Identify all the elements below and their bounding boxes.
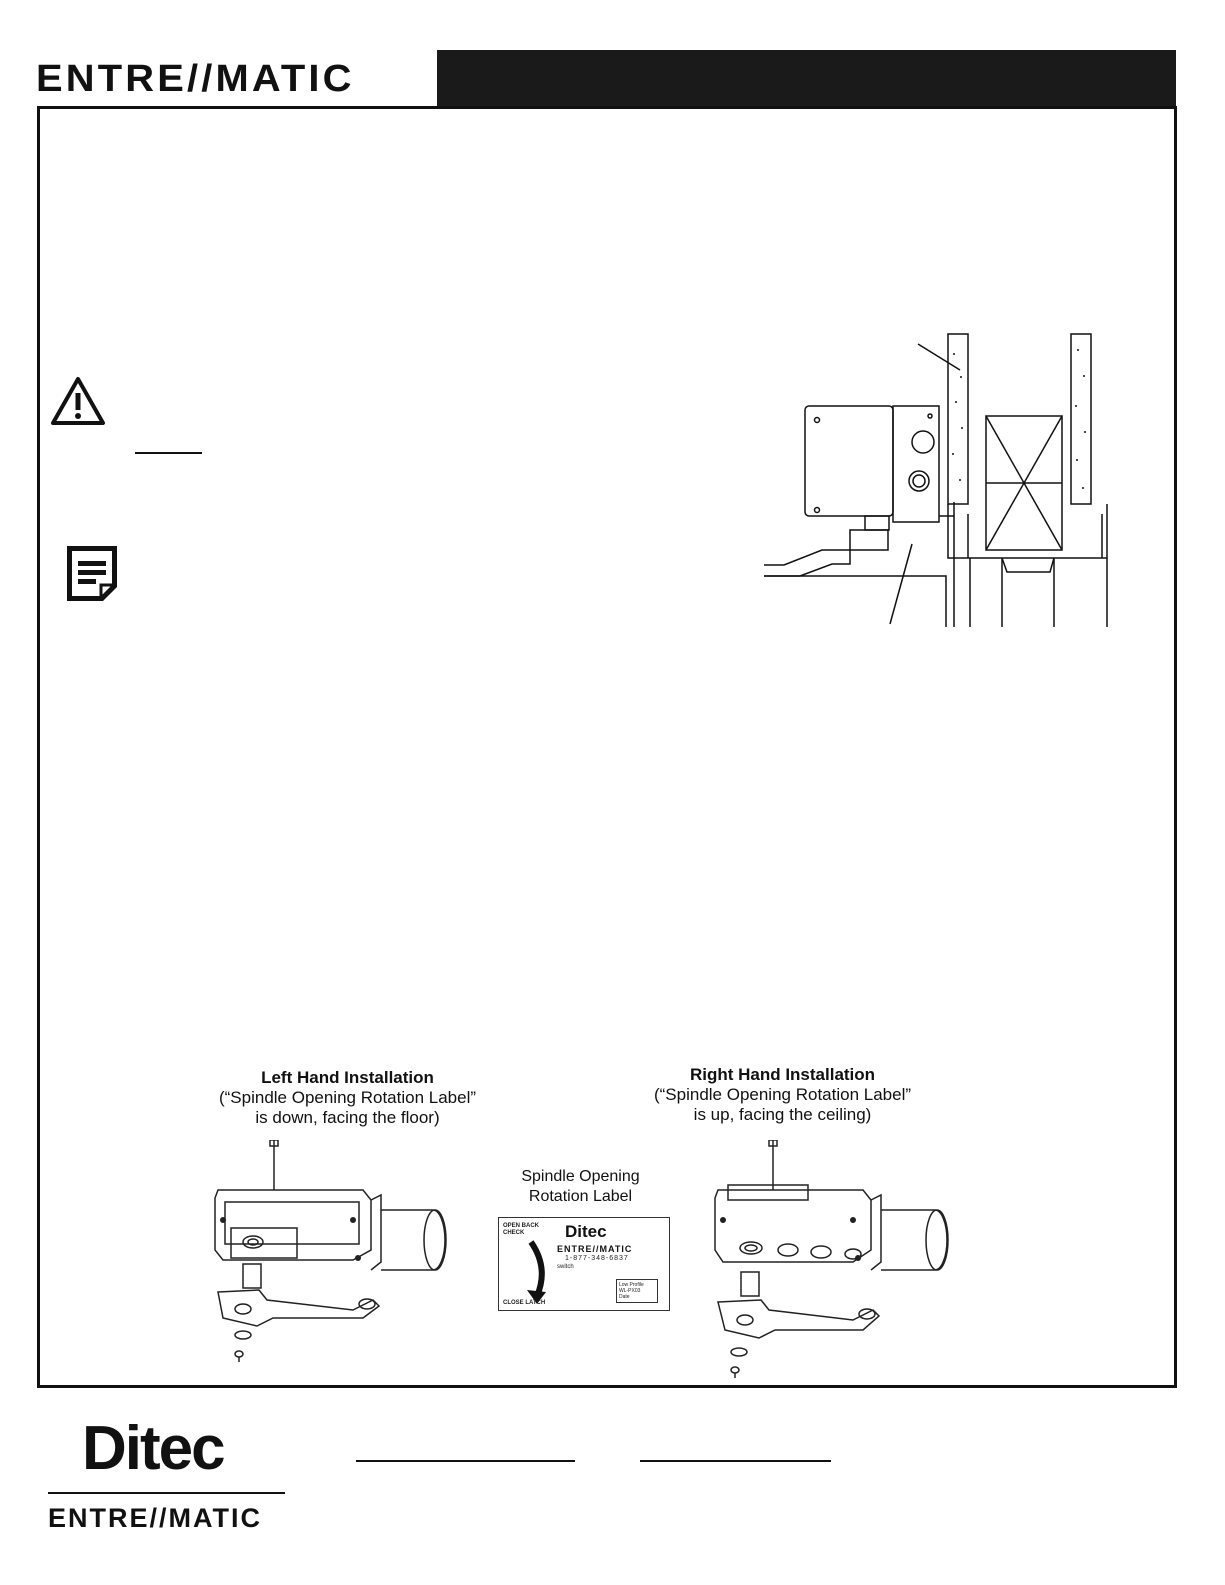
left-hand-line1: (“Spindle Opening Rotation Label” [218,1088,477,1107]
header-bar [437,50,1176,108]
right-hand-line1: (“Spindle Opening Rotation Label” [653,1085,912,1104]
right-hand-operator-drawing [714,1140,949,1378]
entrematic-logo-top: ENTRE//MATIC [36,58,355,100]
rotation-label-caption-line1: Spindle Opening [521,1168,640,1185]
rotation-label-box-line1: Low Profile [619,1282,644,1288]
rotation-label-box-line2: WL-PX03 [619,1288,641,1294]
rotation-arrow-icon [527,1240,546,1304]
signature-line-1 [356,1460,575,1462]
note-icon [67,546,117,601]
leader-line-top [917,343,961,371]
underlined-blank [135,452,202,454]
left-hand-caption: Left Hand Installation (“Spindle Opening… [170,1068,525,1128]
rotation-label-caption: Spindle Opening Rotation Label [478,1167,683,1207]
left-hand-line2: is down, facing the floor) [255,1108,440,1127]
rotation-label-switch: switch [557,1264,574,1270]
footer-logo-divider [48,1492,285,1494]
right-hand-title: Right Hand Installation [689,1065,876,1084]
rotation-label-caption-line2: Rotation Label [528,1188,633,1205]
rotation-label-brand: Ditec [565,1222,607,1241]
rotation-label-company: ENTRE//MATIC [557,1244,633,1254]
main-content-frame [37,106,1177,1388]
left-hand-title: Left Hand Installation [261,1068,434,1087]
warning-icon [51,377,105,425]
right-hand-caption: Right Hand Installation (“Spindle Openin… [605,1065,960,1125]
rotation-label-phone: 1-877-348-6837 [565,1255,629,1262]
left-hand-operator-drawing [214,1140,447,1362]
leader-line-bottom [889,543,913,625]
right-hand-line2: is up, facing the ceiling) [693,1105,872,1124]
operator-header-diagram [764,333,1108,627]
ditec-logo: Ditec [82,1414,226,1483]
rotation-label-open-text: OPEN BACK CHECK [503,1223,540,1236]
signature-line-2 [640,1460,831,1462]
rotation-label-close-text: CLOSE LATCH [503,1300,546,1306]
entrematic-logo-bottom: ENTRE//MATIC [48,1503,262,1533]
rotation-label-box-line3: Date [619,1294,630,1300]
operator-body [892,405,940,523]
rotation-label-model-box: Low Profile WL-PX03 Date [616,1279,658,1303]
spindle-opening-rotation-label: OPEN BACK CHECK Ditec ENTRE//MATIC 1-877… [498,1217,670,1311]
